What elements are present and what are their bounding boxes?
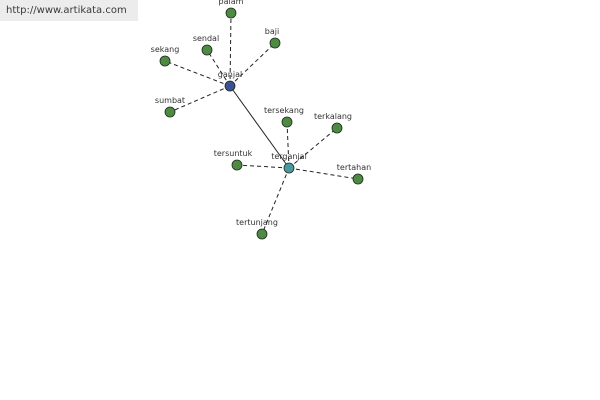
node-sekang[interactable]: sekang bbox=[151, 45, 180, 67]
edge-terganjal-tersuntuk bbox=[236, 164, 290, 169]
edge-terganjal-terkalang bbox=[288, 127, 338, 169]
node-circle-palam[interactable] bbox=[225, 7, 237, 19]
node-circle-tersekang[interactable] bbox=[281, 116, 293, 128]
node-label-ganjal[interactable]: ganjal bbox=[218, 70, 242, 79]
node-tertahan[interactable]: tertahan bbox=[337, 163, 371, 185]
node-circle-sumbat[interactable] bbox=[164, 106, 176, 118]
nodes-layer: ganjal palam baji sendal sekang sumbat terganj… bbox=[151, 0, 371, 240]
node-label-terganjal[interactable]: terganjal bbox=[271, 152, 307, 161]
edge-terganjal-tertunjang bbox=[261, 167, 290, 235]
node-tersekang[interactable]: tersekang bbox=[264, 106, 304, 128]
node-terganjal[interactable]: terganjal bbox=[271, 152, 307, 174]
node-label-tertunjang[interactable]: tertunjang bbox=[236, 218, 278, 227]
node-ganjal[interactable]: ganjal bbox=[218, 70, 242, 92]
edge-ganjal-palam bbox=[229, 12, 232, 87]
node-circle-tersuntuk[interactable] bbox=[231, 159, 243, 171]
edges-layer bbox=[164, 12, 359, 235]
node-sumbat[interactable]: sumbat bbox=[155, 96, 185, 118]
node-label-sekang[interactable]: sekang bbox=[151, 45, 180, 54]
node-circle-ganjal[interactable] bbox=[224, 80, 236, 92]
edge-ganjal-sumbat bbox=[169, 85, 231, 113]
node-circle-baji[interactable] bbox=[269, 37, 281, 49]
node-label-tertahan[interactable]: tertahan bbox=[337, 163, 371, 172]
node-sendal[interactable]: sendal bbox=[193, 34, 219, 56]
node-label-palam[interactable]: palam bbox=[219, 0, 244, 6]
edge-ganjal-baji bbox=[229, 42, 276, 87]
node-label-baji[interactable]: baji bbox=[265, 27, 279, 36]
node-circle-tertunjang[interactable] bbox=[256, 228, 268, 240]
node-label-sumbat[interactable]: sumbat bbox=[155, 96, 185, 105]
node-circle-sendal[interactable] bbox=[201, 44, 213, 56]
node-label-sendal[interactable]: sendal bbox=[193, 34, 219, 43]
node-circle-tertahan[interactable] bbox=[352, 173, 364, 185]
edge-terganjal-tertahan bbox=[288, 167, 359, 180]
node-circle-terganjal[interactable] bbox=[283, 162, 295, 174]
node-tertunjang[interactable]: tertunjang bbox=[236, 218, 278, 240]
edge-ganjal-sendal bbox=[206, 49, 231, 87]
edge-terganjal-tersekang bbox=[286, 121, 290, 169]
edge-ganjal-terganjal bbox=[229, 85, 290, 169]
node-circle-terkalang[interactable] bbox=[331, 122, 343, 134]
node-baji[interactable]: baji bbox=[265, 27, 281, 49]
site-url-banner[interactable]: http://www.artikata.com bbox=[0, 0, 138, 21]
node-palam[interactable]: palam bbox=[219, 0, 244, 19]
node-label-tersekang[interactable]: tersekang bbox=[264, 106, 304, 115]
node-tersuntuk[interactable]: tersuntuk bbox=[214, 149, 253, 171]
node-label-terkalang[interactable]: terkalang bbox=[314, 112, 352, 121]
node-label-tersuntuk[interactable]: tersuntuk bbox=[214, 149, 253, 158]
node-terkalang[interactable]: terkalang bbox=[314, 112, 352, 134]
node-circle-sekang[interactable] bbox=[159, 55, 171, 67]
edge-ganjal-sekang bbox=[164, 60, 231, 87]
